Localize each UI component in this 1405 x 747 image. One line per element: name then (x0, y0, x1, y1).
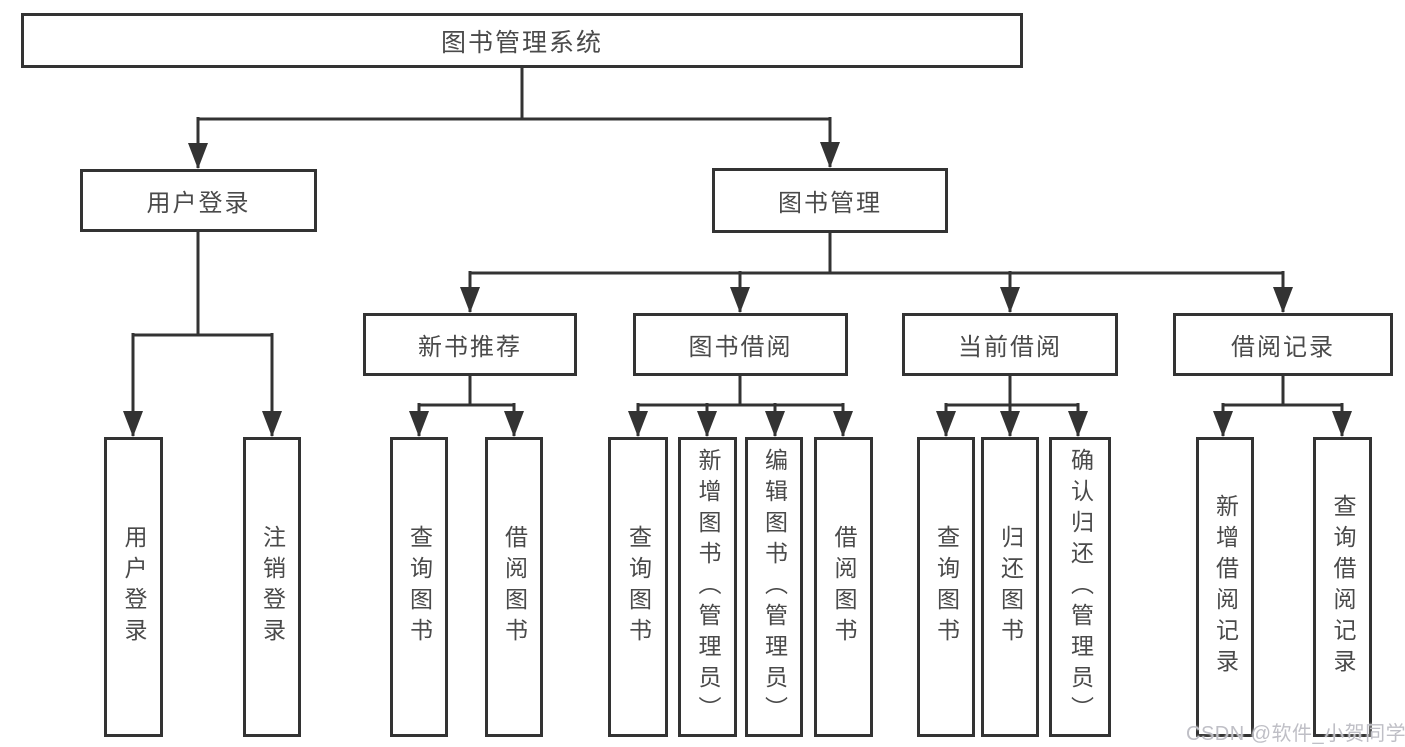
leaf-label: 编辑图书（管理员） (761, 447, 788, 727)
leaf-user-login: 用户登录 (104, 437, 163, 737)
leaf-borrowing-borrow-books: 借阅图书 (814, 437, 873, 737)
leaf-newrec-query-books: 查询图书 (390, 437, 448, 737)
leaf-label: 新增图书（管理员） (695, 447, 721, 727)
connector-borrowing-records-children (1213, 376, 1352, 437)
leaf-label: 归还图书 (997, 525, 1024, 649)
leaf-label: 查询图书 (406, 525, 433, 649)
leaf-label: 用户登录 (121, 525, 147, 649)
leaf-borrowing-query-books: 查询图书 (608, 437, 668, 737)
leaf-newrec-borrow-books: 借阅图书 (485, 437, 543, 737)
leaf-label: 新增借阅记录 (1212, 494, 1239, 680)
leaf-label: 借阅图书 (831, 525, 857, 649)
node-borrowing-records: 借阅记录 (1173, 313, 1393, 376)
leaf-current-query-books: 查询图书 (917, 437, 975, 737)
connector-book-borrowing-children (628, 376, 853, 437)
connector-user-login-children (123, 232, 282, 437)
node-new-book-recommendation: 新书推荐 (363, 313, 577, 376)
leaf-label: 借阅图书 (501, 525, 528, 649)
node-book-borrowing: 图书借阅 (633, 313, 848, 376)
connector-root-to-level2 (188, 68, 840, 169)
leaf-label: 查询借阅记录 (1330, 494, 1356, 680)
connector-book-management-children (460, 233, 1293, 313)
leaf-label: 确认归还（管理员） (1067, 447, 1094, 727)
node-book-management: 图书管理 (712, 168, 948, 233)
leaf-current-return-books: 归还图书 (981, 437, 1039, 737)
leaf-current-confirm-return-admin: 确认归还（管理员） (1049, 437, 1111, 737)
connector-current-borrowing-children (936, 376, 1088, 437)
leaf-records-query-borrow-record: 查询借阅记录 (1313, 437, 1372, 737)
connector-new-book-recommendation-children (409, 376, 524, 437)
leaf-label: 查询图书 (933, 525, 960, 649)
leaf-borrowing-edit-books-admin: 编辑图书（管理员） (745, 437, 803, 737)
leaf-label: 注销登录 (259, 525, 286, 649)
csdn-watermark: CSDN @软件_小贺同学 (1186, 723, 1405, 745)
node-library-management-system: 图书管理系统 (21, 13, 1023, 68)
node-current-borrowing: 当前借阅 (902, 313, 1118, 376)
leaf-records-add-borrow-record: 新增借阅记录 (1196, 437, 1254, 737)
leaf-label: 查询图书 (625, 525, 652, 649)
leaf-borrowing-add-books-admin: 新增图书（管理员） (678, 437, 737, 737)
leaf-logout-login: 注销登录 (243, 437, 301, 737)
node-user-login: 用户登录 (80, 169, 317, 232)
